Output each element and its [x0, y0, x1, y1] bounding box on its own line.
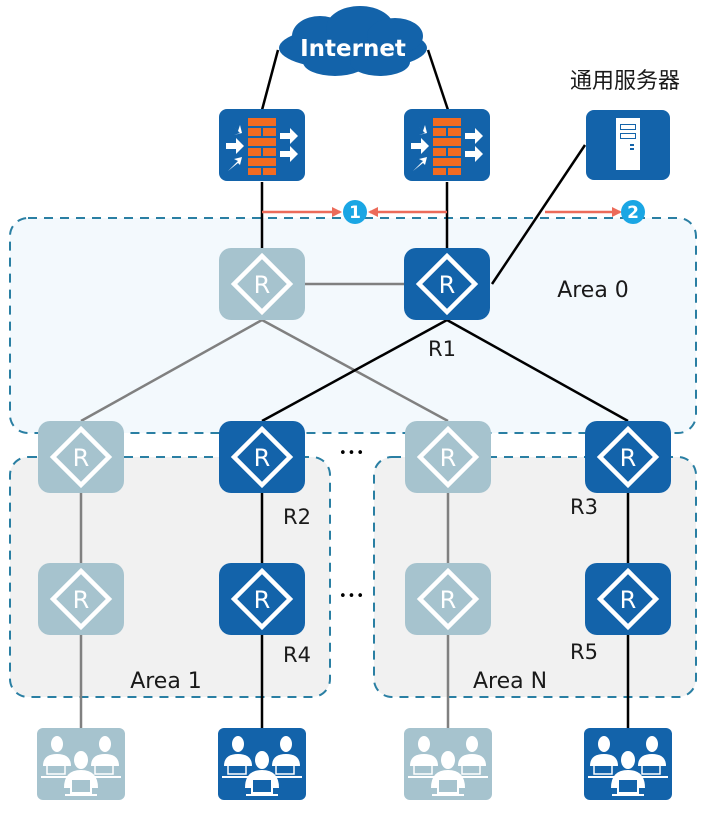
users-icon [583, 727, 673, 801]
badge-1: 1 [343, 200, 367, 224]
router-label-r3: R3 [570, 495, 598, 519]
router-glyph: R [620, 444, 637, 472]
badge-1-text: 1 [349, 203, 361, 223]
router-glyph: R [440, 586, 457, 614]
router-label-r4: R4 [283, 643, 311, 667]
router-r2[interactable]: R [219, 421, 305, 493]
router-areaN-abr-standby[interactable]: R [405, 421, 491, 493]
router-areaN-internal-standby[interactable]: R [405, 563, 491, 635]
firewall-icon [404, 109, 490, 181]
firewall-left[interactable] [219, 109, 305, 181]
badge-2-text: 2 [627, 203, 639, 223]
router-r5[interactable]: R [585, 563, 671, 635]
ellipsis-bottom: ••• [339, 589, 365, 604]
internet-cloud[interactable]: Internet [279, 6, 427, 76]
router-r1[interactable]: R [404, 248, 490, 320]
router-glyph: R [440, 444, 457, 472]
link-internet-fw-left [260, 49, 280, 111]
link-internet-fw-right [426, 49, 450, 111]
user-group-area1-standby[interactable] [36, 727, 126, 801]
router-r3[interactable]: R [585, 421, 671, 493]
router-glyph: R [254, 444, 271, 472]
link-r1-r3 [446, 318, 629, 423]
firewall-icon [219, 109, 305, 181]
general-server[interactable] [586, 110, 670, 180]
router-glyph: R [73, 444, 90, 472]
area-0-label: Area 0 [557, 278, 629, 303]
router-area0-standby[interactable]: R [219, 248, 305, 320]
server-icon [616, 118, 640, 170]
area-n-zone [373, 456, 697, 698]
link-r1-r2 [261, 318, 448, 423]
users-icon [403, 727, 493, 801]
router-area1-internal-standby[interactable]: R [38, 563, 124, 635]
router-area1-abr-standby[interactable]: R [38, 421, 124, 493]
ellipsis-top: ••• [339, 446, 365, 461]
router-glyph: R [73, 586, 90, 614]
user-group-areaN-standby[interactable] [403, 727, 493, 801]
cloud-icon [279, 6, 427, 76]
router-label-r1: R1 [428, 337, 456, 361]
user-group-area1-active[interactable] [217, 727, 307, 801]
badge-2: 2 [621, 200, 645, 224]
user-group-areaN-active[interactable] [583, 727, 673, 801]
link-r1-server [490, 144, 587, 285]
users-icon [36, 727, 126, 801]
router-r4[interactable]: R [219, 563, 305, 635]
firewall-right[interactable] [404, 109, 490, 181]
area-1-label: Area 1 [130, 669, 202, 694]
server-label: 通用服务器 [570, 69, 680, 94]
internet-label: Internet [300, 36, 406, 62]
router-glyph: R [254, 271, 271, 299]
router-label-r5: R5 [570, 640, 598, 664]
users-icon [217, 727, 307, 801]
router-label-r2: R2 [283, 505, 311, 529]
router-glyph: R [254, 586, 271, 614]
area-n-label: Area N [473, 669, 547, 694]
area-1-zone [9, 456, 331, 698]
link-area0-left-abr1-left [80, 318, 263, 423]
router-glyph: R [620, 586, 637, 614]
router-glyph: R [439, 271, 456, 299]
